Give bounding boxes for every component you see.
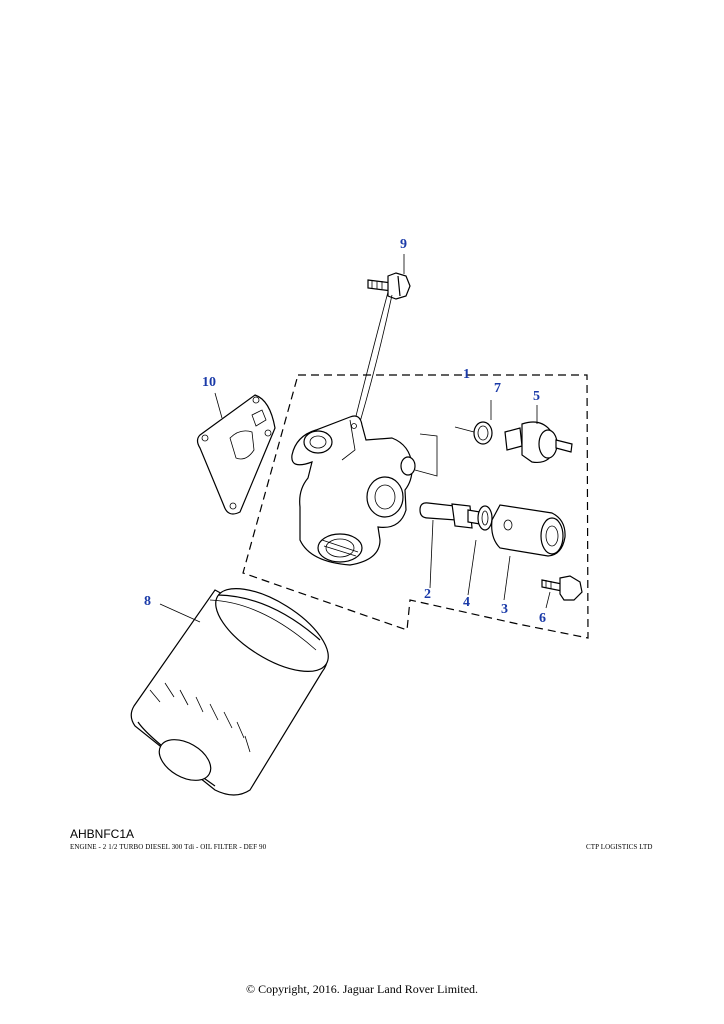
callout-10[interactable]: 10	[202, 375, 216, 390]
assembly-boundary	[242, 374, 589, 639]
callout-9[interactable]: 9	[400, 237, 407, 252]
callout-6[interactable]: 6	[539, 611, 546, 626]
callout-1[interactable]: 1	[463, 367, 470, 382]
gasket-part-10	[196, 394, 276, 515]
diagram-caption: ENGINE - 2 1/2 TURBO DIESEL 300 Tdi - OI…	[70, 843, 267, 851]
oil-filter-part-8	[130, 587, 329, 796]
callout-8[interactable]: 8	[144, 594, 151, 609]
callout-2[interactable]: 2	[424, 587, 431, 602]
diagram-code: AHBNFC1A	[70, 827, 135, 841]
adaptor-part-3	[491, 504, 566, 601]
relief-valve-part-2	[419, 502, 481, 589]
callout-5[interactable]: 5	[533, 389, 540, 404]
bolt-part-6	[541, 575, 583, 609]
pressure-switch-part-5	[504, 405, 573, 464]
o-ring-part-4	[467, 505, 493, 596]
publisher-label: CTP LOGISTICS LTD	[586, 843, 653, 851]
copyright-notice: © Copyright, 2016. Jaguar Land Rover Lim…	[245, 982, 479, 996]
bolt-part-9	[354, 272, 411, 423]
callout-3[interactable]: 3	[501, 602, 508, 617]
callout-7[interactable]: 7	[494, 381, 501, 396]
washer-part-7	[454, 400, 493, 445]
callout-4[interactable]: 4	[463, 595, 470, 610]
filter-housing-part-1	[291, 415, 438, 566]
